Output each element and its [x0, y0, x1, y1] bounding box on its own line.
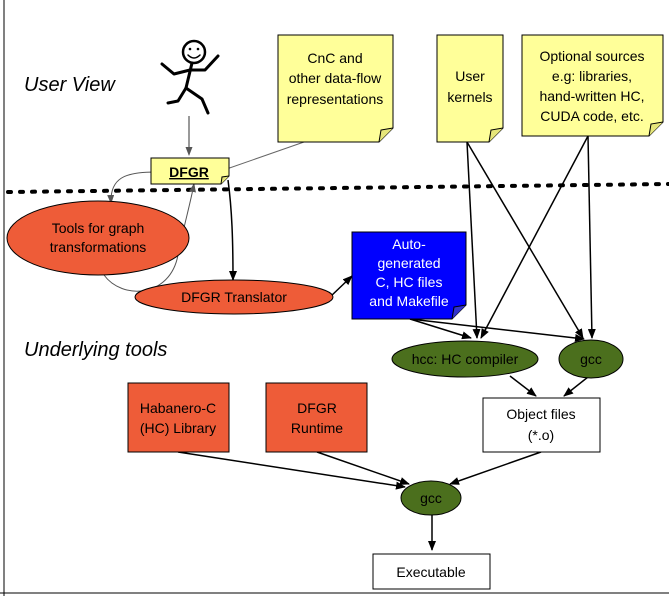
user-kernels-label-line-1: User [455, 68, 485, 84]
autogen-label-line-2: generated [377, 255, 440, 271]
edge-kernels-to-hcc [466, 141, 481, 339]
edge-gcc-to-objects [563, 376, 589, 397]
user-kernels-note: User kernels [436, 34, 504, 143]
edge-objects-to-gcc [449, 451, 542, 485]
gcc-top-node: gcc [558, 339, 624, 379]
user-kernels-label-line-2: kernels [447, 89, 492, 105]
cnc-note: CnC and other data-flow representations [277, 34, 394, 143]
dfgr-translator-label: DFGR Translator [181, 289, 287, 305]
object-files-label-line-2: (*.o) [528, 427, 554, 443]
edge-runtime-to-gcc [316, 451, 410, 485]
edge-cnc-to-dfgr [217, 141, 305, 173]
habanero-library-node: Habanero-C (HC) Library [127, 382, 230, 453]
edge-dfgr-to-tools [107, 171, 156, 204]
object-files-node: Object files (*.o) [482, 397, 601, 453]
edge-autogen-to-hcc [409, 318, 472, 340]
edge-autogen-to-gcc [409, 318, 585, 342]
gcc-top-label: gcc [580, 351, 602, 367]
tools-graph-label-line-2: transformations [50, 239, 146, 255]
section-label-user-view: User View [24, 74, 116, 96]
dfgr-runtime-label-line-2: Runtime [291, 420, 343, 436]
edge-translator-to-autogen [329, 275, 353, 298]
optional-sources-label-line-4: CUDA code, etc. [540, 108, 644, 124]
edge-tools-to-dfgr [103, 183, 196, 292]
dfgr-translator-node: DFGR Translator [134, 279, 334, 315]
gcc-bottom-label: gcc [420, 490, 442, 506]
autogen-label-line-1: Auto- [392, 236, 426, 252]
edge-hcc-to-objects [509, 375, 537, 397]
cnc-label-line-3: representations [287, 91, 384, 107]
dfgr-runtime-label-line-1: DFGR [297, 400, 337, 416]
optional-sources-note: Optional sources e.g: libraries, hand-wr… [521, 34, 664, 137]
section-label-underlying-tools: Underlying tools [24, 339, 167, 361]
habanero-label-line-2: (HC) Library [140, 420, 216, 436]
gcc-bottom-node: gcc [400, 480, 462, 516]
optional-sources-label-line-3: hand-written HC, [539, 88, 644, 104]
optional-sources-label-line-2: e.g: libraries, [552, 68, 632, 84]
tools-graph-label-line-1: Tools for graph [52, 220, 145, 236]
edge-kernels-to-gcc [466, 141, 584, 339]
autogen-label-line-4: and Makefile [369, 293, 449, 309]
tools-graph-node: Tools for graph transformations [6, 200, 190, 276]
edge-optional-to-gcc [587, 135, 596, 339]
dfgr-runtime-node: DFGR Runtime [265, 382, 368, 453]
edge-dfgr-to-translator [227, 179, 237, 281]
cnc-label-line-1: CnC and [307, 50, 362, 66]
executable-node: Executable [372, 553, 491, 590]
edge-habanero-to-gcc [177, 451, 406, 490]
hcc-label: hcc: HC compiler [412, 351, 519, 367]
stick-figure-user-icon [160, 39, 220, 115]
executable-label: Executable [396, 564, 465, 580]
edge-optional-to-hcc [480, 135, 589, 339]
optional-sources-label-line-1: Optional sources [539, 48, 644, 64]
autogen-files-node: Auto- generated C, HC files and Makefile [351, 231, 467, 320]
dfgr-label: DFGR [169, 164, 209, 180]
dfgr-note: DFGR [150, 157, 230, 185]
cnc-label-line-2: other data-flow [289, 70, 382, 86]
autogen-label-line-3: C, HC files [376, 274, 443, 290]
hcc-compiler-node: hcc: HC compiler [391, 340, 539, 378]
view-divider [6, 182, 669, 194]
habanero-label-line-1: Habanero-C [140, 400, 216, 416]
object-files-label-line-1: Object files [506, 406, 575, 422]
